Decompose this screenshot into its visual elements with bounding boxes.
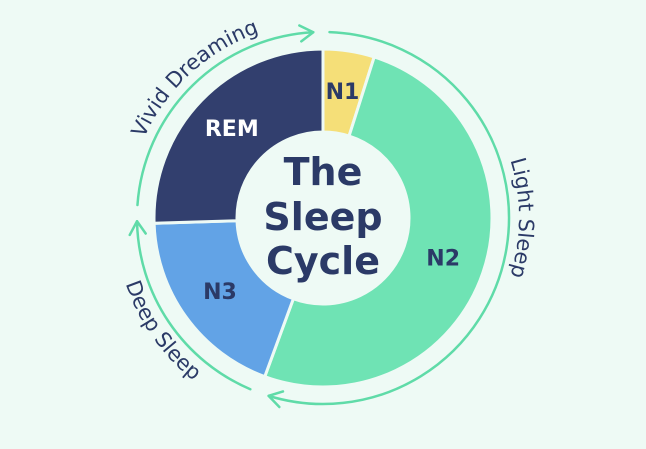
title-line-2: Sleep (263, 195, 382, 239)
title-line-3: Cycle (266, 239, 380, 283)
segment-label-n1: N1 (326, 80, 360, 105)
cycle-arrows (128, 24, 511, 409)
phase-label-1: Light Sleep (506, 155, 539, 281)
center-circle (237, 132, 409, 304)
title-line-1: The (284, 150, 363, 194)
arrowhead-icon (267, 390, 285, 409)
arrowhead-icon (298, 24, 315, 43)
segment-label-n3: N3 (203, 280, 237, 305)
segment-label-rem: REM (205, 117, 259, 142)
cycle-arrow-3 (136, 31, 315, 207)
phase-label-text: Light Sleep (506, 155, 539, 281)
cycle-arrow-2 (135, 219, 252, 391)
cycle-arrow-1 (267, 30, 511, 406)
segment-label-n2: N2 (426, 247, 460, 272)
arrowhead-icon (128, 219, 147, 237)
